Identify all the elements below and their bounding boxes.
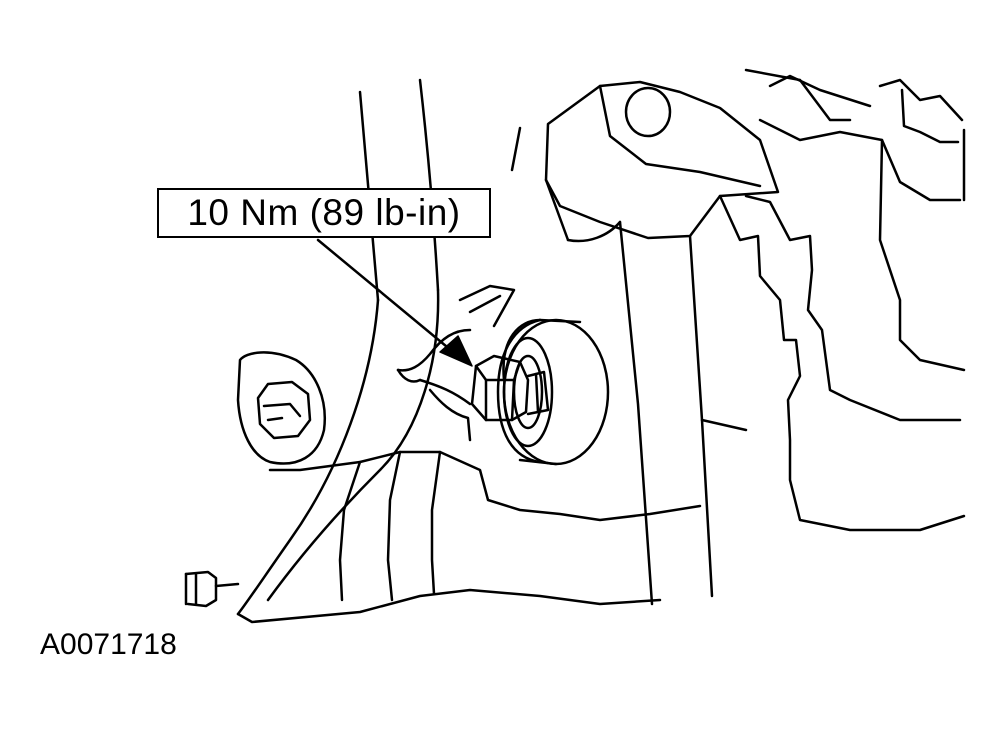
bracket-strap [236, 78, 522, 616]
pulley-bolt [470, 354, 550, 422]
engine-block [544, 68, 966, 606]
lower-left-stud [184, 570, 240, 608]
lower-mounting-plate [236, 450, 702, 624]
torque-spec-text: 10 Nm (89 lb-in) [187, 192, 461, 233]
bracket-prongs [396, 284, 516, 442]
left-hex-nut [236, 351, 326, 465]
torque-spec-callout: 10 Nm (89 lb-in) [157, 188, 491, 238]
figure-id-label: A0071718 [40, 628, 177, 661]
torque-leader-arrow [316, 238, 473, 367]
